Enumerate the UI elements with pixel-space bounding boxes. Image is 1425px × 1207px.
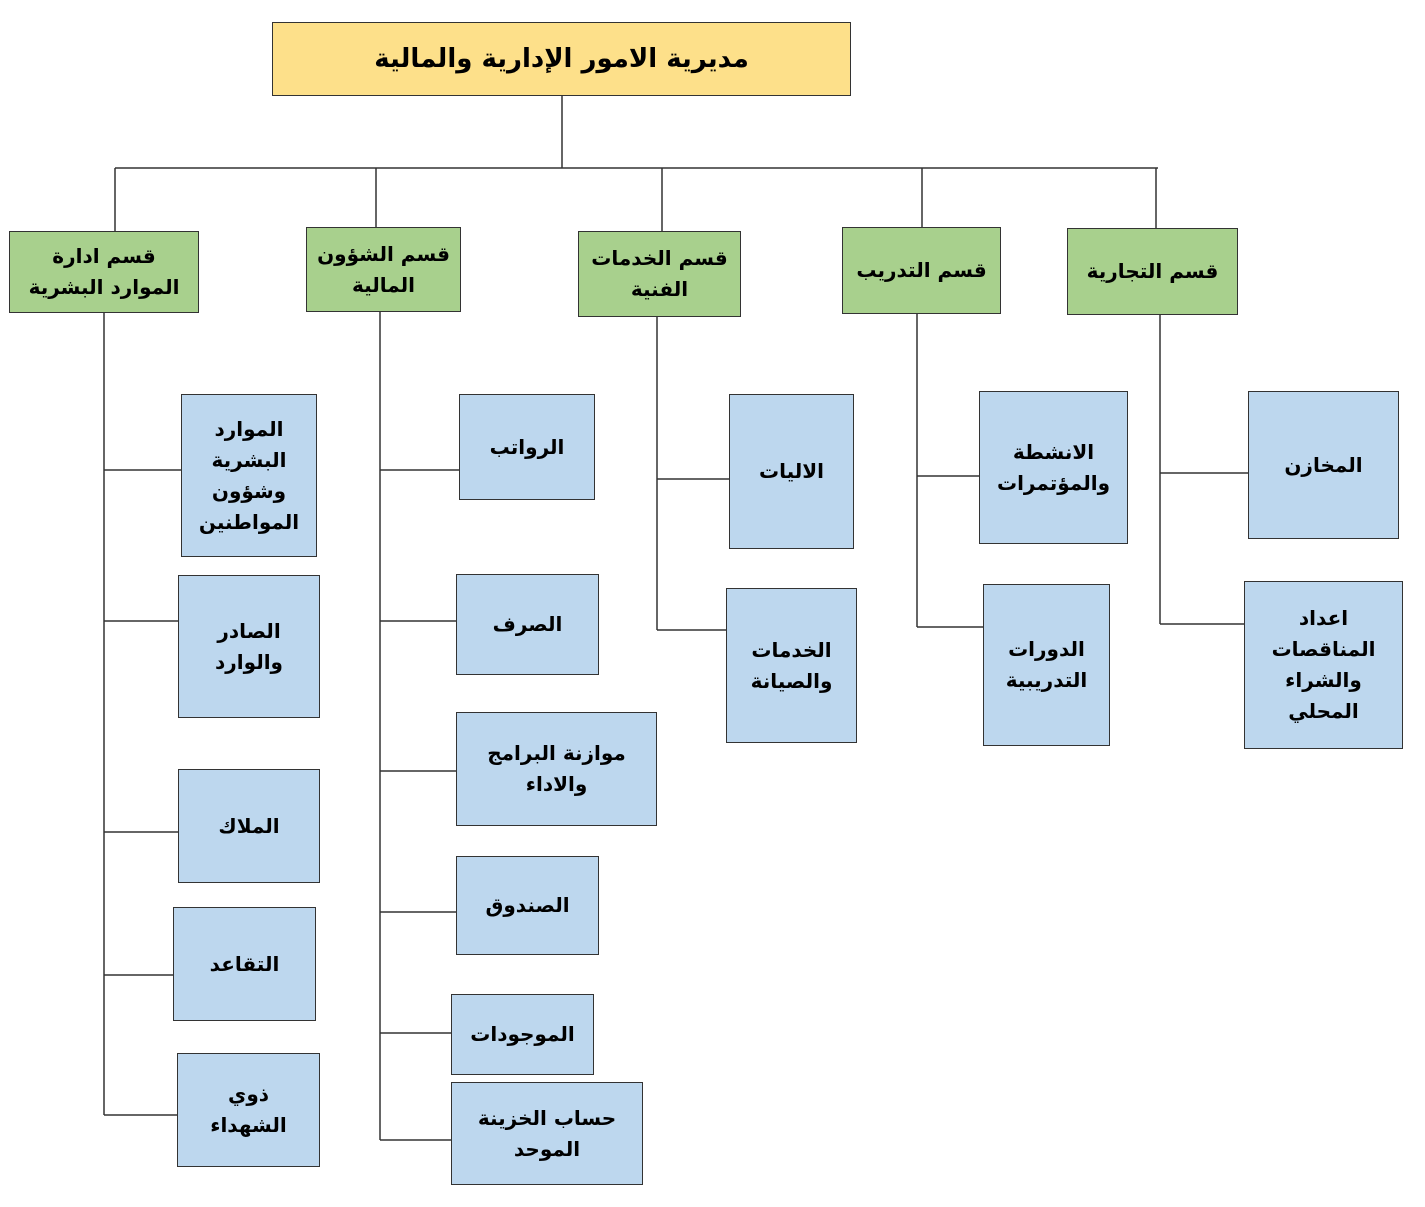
dept-training: قسم التدريب: [842, 227, 1001, 314]
unit-program-performance-budget: موازنة البرامج والاداء: [456, 712, 657, 826]
unit-salaries: الرواتب: [459, 394, 595, 500]
unit-training-courses: الدورات التدريبية: [983, 584, 1110, 746]
unit-retirement: التقاعد: [173, 907, 316, 1021]
unit-cash-fund: الصندوق: [456, 856, 599, 955]
dept-technical-services: قسم الخدمات الفنية: [578, 231, 741, 317]
unit-incoming-outgoing: الصادر والوارد: [178, 575, 320, 718]
dept-human-resources: قسم ادارة الموارد البشرية: [9, 231, 199, 313]
unit-services-maintenance: الخدمات والصيانة: [726, 588, 857, 743]
unit-staffing: الملاك: [178, 769, 320, 883]
unit-unified-treasury-account: حساب الخزينة الموحد: [451, 1082, 643, 1185]
unit-tenders-local-purchasing: اعداد المناقصات والشراء المحلي: [1244, 581, 1403, 749]
unit-hr-citizen-affairs: الموارد البشرية وشؤون المواطنين: [181, 394, 317, 557]
root-box-admin-finance-directorate: مديرية الامور الإدارية والمالية: [272, 22, 851, 96]
unit-activities-conferences: الانشطة والمؤتمرات: [979, 391, 1128, 544]
dept-financial-affairs: قسم الشؤون المالية: [306, 227, 461, 312]
unit-martyrs-families: ذوي الشهداء: [177, 1053, 320, 1167]
unit-disbursement: الصرف: [456, 574, 599, 675]
unit-warehouses: المخازن: [1248, 391, 1399, 539]
unit-vehicles: الاليات: [729, 394, 854, 549]
unit-assets: الموجودات: [451, 994, 594, 1075]
dept-commercial: قسم التجارية: [1067, 228, 1238, 315]
